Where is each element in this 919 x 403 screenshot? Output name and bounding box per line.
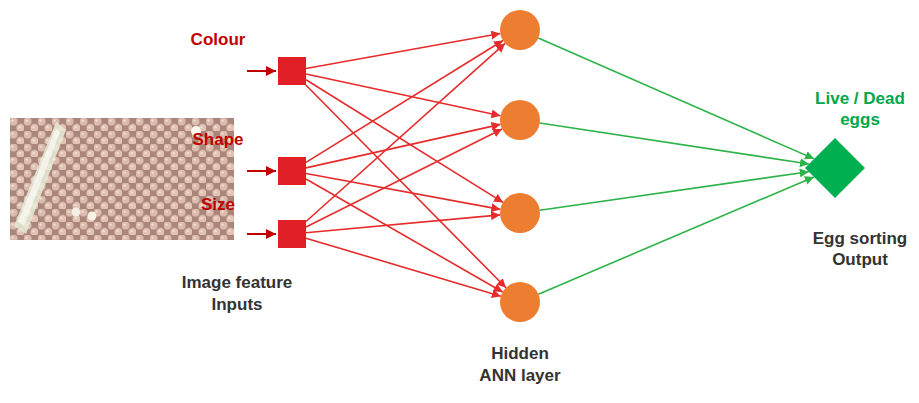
- input-connection: [306, 85, 506, 288]
- input-connection: [306, 34, 500, 69]
- hidden-neuron: [500, 10, 540, 50]
- output-diamond: Live / Dead eggsEgg sorting Output: [805, 138, 865, 198]
- input-connection: [306, 124, 500, 168]
- input-connection: [306, 129, 502, 227]
- dead-egg: [72, 208, 81, 217]
- output-connection: [538, 38, 814, 159]
- diamond-shape: [805, 138, 865, 198]
- output-class-label: Live / Dead eggs: [805, 88, 915, 130]
- input-connection: [306, 43, 505, 221]
- neuron-circle: [500, 282, 540, 322]
- input-node: Size: [278, 220, 306, 248]
- output-connection: [540, 123, 809, 164]
- input-node: Colour: [278, 57, 306, 85]
- input-label: Shape: [178, 129, 258, 150]
- neuron-circle: [500, 10, 540, 50]
- hidden-neuron: [500, 100, 540, 140]
- output-caption: Egg sorting Output: [805, 228, 915, 270]
- input-connection: [306, 215, 500, 233]
- output-connection: [540, 172, 809, 210]
- input-node: Shape: [278, 157, 306, 185]
- dead-egg: [88, 212, 97, 221]
- input-arrow: [247, 233, 276, 235]
- input-label: Size: [178, 194, 258, 215]
- input-label: Colour: [178, 29, 258, 50]
- neuron-circle: [500, 193, 540, 233]
- neuron-circle: [500, 10, 540, 50]
- diamond-shape: [805, 138, 865, 198]
- neuron-circle: [500, 282, 540, 322]
- input-connection: [306, 74, 500, 116]
- hidden-neuron: [500, 282, 540, 322]
- pipette: [14, 122, 66, 234]
- neuron-circle: [500, 100, 540, 140]
- input-connection: [306, 238, 501, 296]
- pipette-glint: [18, 128, 60, 226]
- inputs-caption: Image feature Inputs: [167, 272, 307, 316]
- hidden-neuron: [500, 193, 540, 233]
- input-arrow: [247, 70, 276, 72]
- input-arrow: [247, 170, 276, 172]
- output-connection: [538, 177, 814, 294]
- hidden-layer-caption: Hidden ANN layer: [474, 343, 566, 387]
- neuron-circle: [500, 193, 540, 233]
- neuron-circle: [500, 100, 540, 140]
